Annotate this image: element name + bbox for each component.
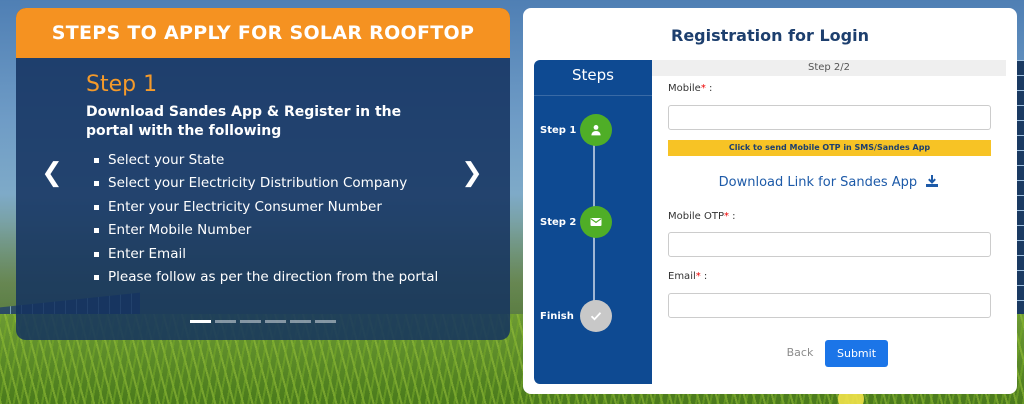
step-label: Step 1: [540, 124, 577, 136]
carousel-indicators: [190, 320, 336, 323]
list-item: Please follow as per the direction from …: [86, 266, 446, 289]
download-sandes-link[interactable]: Download Link for Sandes App: [652, 174, 1006, 192]
step-row-1: Step 1: [534, 114, 652, 146]
slide-step-list: Select your State Select your Electricit…: [86, 149, 446, 289]
back-button[interactable]: Back: [782, 344, 818, 360]
carousel-prev-arrow-icon[interactable]: ❮: [41, 158, 63, 188]
send-otp-button[interactable]: Click to send Mobile OTP in SMS/Sandes A…: [668, 140, 991, 156]
step-label: Step 2: [540, 216, 577, 228]
email-label: Email* :: [668, 271, 708, 282]
carousel-indicator-5[interactable]: [290, 320, 311, 323]
envelope-icon: [580, 206, 612, 238]
required-mark: *: [724, 211, 729, 222]
steps-heading: Steps: [534, 60, 652, 96]
required-mark: *: [695, 271, 701, 282]
mobile-label: Mobile* :: [668, 83, 713, 94]
registration-form: Step 2/2 Mobile* : Click to send Mobile …: [652, 60, 1006, 384]
required-mark: *: [700, 83, 706, 94]
carousel-indicator-2[interactable]: [215, 320, 236, 323]
carousel-indicator-3[interactable]: [240, 320, 261, 323]
form-step-indicator: Step 2/2: [652, 60, 1006, 76]
carousel-indicator-6[interactable]: [315, 320, 336, 323]
list-item: Enter Mobile Number: [86, 219, 446, 242]
list-item: Enter your Electricity Consumer Number: [86, 196, 446, 219]
carousel-indicator-4[interactable]: [265, 320, 286, 323]
slide-step-title: Step 1: [86, 72, 158, 97]
step-row-2: Step 2: [534, 206, 652, 238]
page-title: Registration for Login: [671, 26, 869, 45]
check-icon: [580, 300, 612, 332]
step-label: Finish: [540, 310, 574, 322]
carousel-indicator-1[interactable]: [190, 320, 211, 323]
submit-button[interactable]: Submit: [825, 340, 888, 367]
steps-carousel: STEPS TO APPLY FOR SOLAR ROOFTOP Step 1 …: [16, 8, 510, 340]
otp-input[interactable]: [668, 232, 991, 257]
list-item: Select your State: [86, 149, 446, 172]
mobile-input[interactable]: [668, 105, 991, 130]
download-link-text: Download Link for Sandes App: [718, 175, 918, 190]
carousel-header: STEPS TO APPLY FOR SOLAR ROOFTOP: [16, 8, 510, 58]
slide-step-description: Download Sandes App & Register in the po…: [86, 104, 402, 139]
email-input[interactable]: [668, 293, 991, 318]
step-row-3: Finish: [534, 300, 652, 332]
download-icon: [925, 174, 939, 192]
steps-panel: Steps Step 1 Step 2 Finish: [534, 60, 652, 384]
list-item: Select your Electricity Distribution Com…: [86, 172, 446, 195]
otp-label: Mobile OTP* :: [668, 211, 736, 222]
carousel-next-arrow-icon[interactable]: ❯: [461, 158, 483, 188]
registration-card: Registration for Login Steps Step 1 Step…: [523, 8, 1017, 394]
list-item: Enter Email: [86, 243, 446, 266]
carousel-slide: Step 1 Download Sandes App & Register in…: [86, 72, 446, 289]
user-icon: [580, 114, 612, 146]
